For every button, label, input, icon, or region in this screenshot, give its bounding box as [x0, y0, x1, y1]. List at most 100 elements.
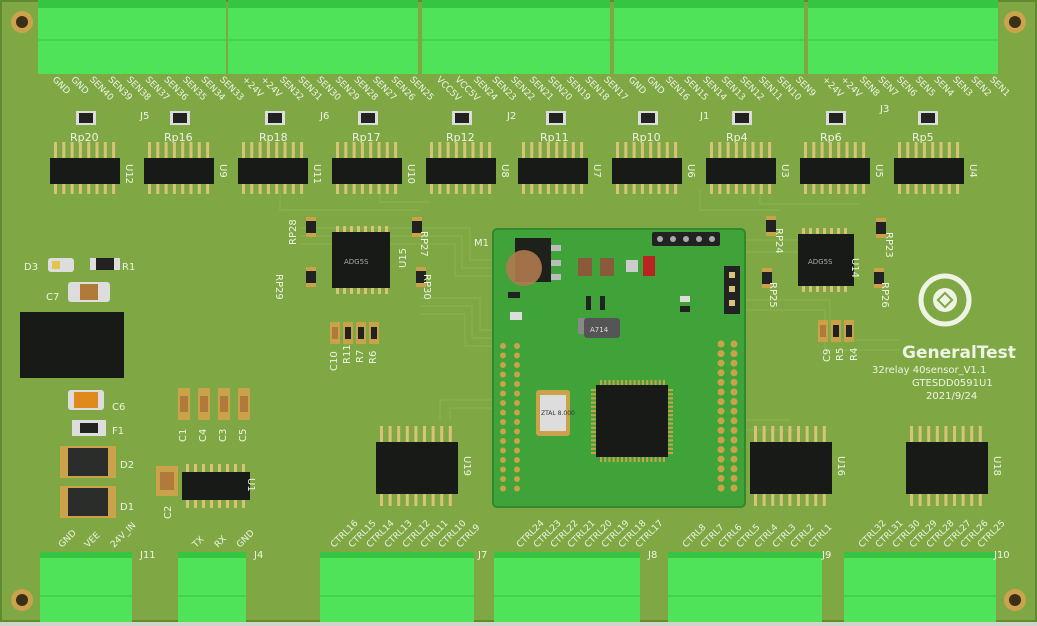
ic-pin — [385, 142, 389, 160]
ic-pin — [947, 142, 951, 160]
ic-pin — [632, 142, 636, 160]
ic-pin — [78, 182, 82, 194]
ic-pin — [616, 142, 619, 160]
qfp-pin — [600, 457, 602, 462]
module-pin — [514, 409, 520, 416]
bottom-connector-j4[interactable] — [178, 552, 246, 622]
ic-pin — [275, 182, 279, 194]
module-pin — [717, 359, 725, 367]
brand-name: GeneralTest — [902, 343, 1016, 363]
r1-label: R1 — [122, 262, 135, 273]
module-pin — [514, 362, 520, 368]
module-pin — [730, 417, 738, 425]
ic-pin — [906, 182, 910, 194]
ic-pin — [734, 142, 738, 160]
ic-pin — [762, 492, 766, 506]
u14-mark: ADG5S — [808, 258, 833, 266]
c7-label: C7 — [46, 292, 59, 303]
ic-label: U18 — [991, 456, 1002, 476]
ic-pin — [266, 142, 270, 160]
ic-pin — [300, 142, 304, 160]
ic-pin — [944, 492, 948, 506]
top-connector-j2[interactable] — [422, 0, 610, 74]
ic-pin — [822, 426, 826, 444]
ic-pin — [947, 182, 951, 194]
bottom-connector-j11[interactable] — [40, 552, 132, 622]
module-pin — [500, 428, 506, 435]
bottom-connector-j7[interactable] — [320, 552, 474, 622]
ic-body-u8 — [426, 158, 496, 184]
ic-pin — [935, 426, 939, 444]
ic-pin — [189, 182, 193, 194]
m1-label: M1 — [474, 238, 489, 249]
qfp-pin — [637, 380, 640, 385]
qfp-pin — [591, 435, 596, 438]
ic-body-u10 — [332, 158, 402, 184]
ic-pin — [571, 182, 575, 194]
top-connector-row — [38, 0, 998, 74]
qfp-pin — [591, 452, 596, 454]
ic-pin — [931, 182, 935, 194]
ref-j11: J11 — [139, 550, 156, 561]
qfp-pin — [668, 435, 673, 438]
rp-body — [455, 113, 469, 123]
top-connector-j5[interactable] — [38, 0, 226, 74]
ic-pin — [440, 426, 444, 444]
ic-pin — [423, 426, 426, 444]
module-pin — [717, 455, 725, 463]
c5-label: C5 — [238, 429, 249, 442]
top-connector-j6[interactable] — [228, 0, 418, 74]
rp-body — [735, 113, 749, 123]
ic-pin — [845, 142, 849, 160]
ic-label: U3 — [779, 164, 790, 178]
connector-lip — [494, 552, 640, 558]
qfp-pin — [668, 414, 673, 417]
ic-pin — [674, 142, 678, 160]
connector-lip — [178, 552, 246, 558]
ic-pin — [431, 426, 435, 444]
c2-label: C2 — [163, 506, 174, 519]
bottom-connector-j8[interactable] — [494, 552, 640, 622]
c6-label: C6 — [112, 402, 125, 413]
ic-pin — [797, 426, 800, 444]
bottom-connector-j9[interactable] — [668, 552, 822, 622]
top-connector-j3[interactable] — [808, 0, 998, 74]
bottom-connector-j10[interactable] — [844, 552, 996, 622]
ic-pin — [546, 182, 550, 194]
d2-label: D2 — [120, 460, 134, 471]
qfp-pin — [591, 389, 596, 391]
rp-label: Rp20 — [70, 131, 99, 144]
ic-pin — [164, 142, 168, 160]
module-pin — [500, 419, 506, 425]
ic-pin — [771, 426, 775, 444]
module-pin — [717, 465, 725, 473]
ic-pin — [914, 142, 918, 160]
connector-lip — [668, 552, 822, 558]
qfp-pin — [591, 422, 596, 425]
module-pin — [717, 350, 725, 358]
ic-body-u9 — [144, 158, 214, 184]
mounting-holes — [11, 11, 1026, 611]
top-connector-j1[interactable] — [614, 0, 804, 74]
mcu-module: M1 A714 ZTAL 8.000 — [474, 228, 746, 508]
ic-pin — [657, 182, 661, 194]
ic-pin — [805, 426, 809, 444]
module-pin — [730, 350, 738, 358]
module-pin — [730, 340, 738, 348]
rp-body — [361, 113, 375, 123]
ic-pin — [898, 182, 901, 194]
ic-pin — [95, 182, 99, 194]
ic-pin — [197, 142, 201, 160]
module-pin — [717, 436, 725, 444]
rp30-label: RP30 — [421, 274, 432, 300]
module-pin — [500, 438, 506, 444]
ic-pin — [853, 182, 857, 194]
module-pin — [514, 400, 520, 406]
module-pin — [717, 378, 725, 386]
module-pin — [514, 485, 520, 492]
qfp-pin — [658, 457, 661, 462]
qfp-pin — [668, 389, 673, 391]
ic-pin — [726, 182, 730, 194]
module-pin — [514, 390, 520, 397]
